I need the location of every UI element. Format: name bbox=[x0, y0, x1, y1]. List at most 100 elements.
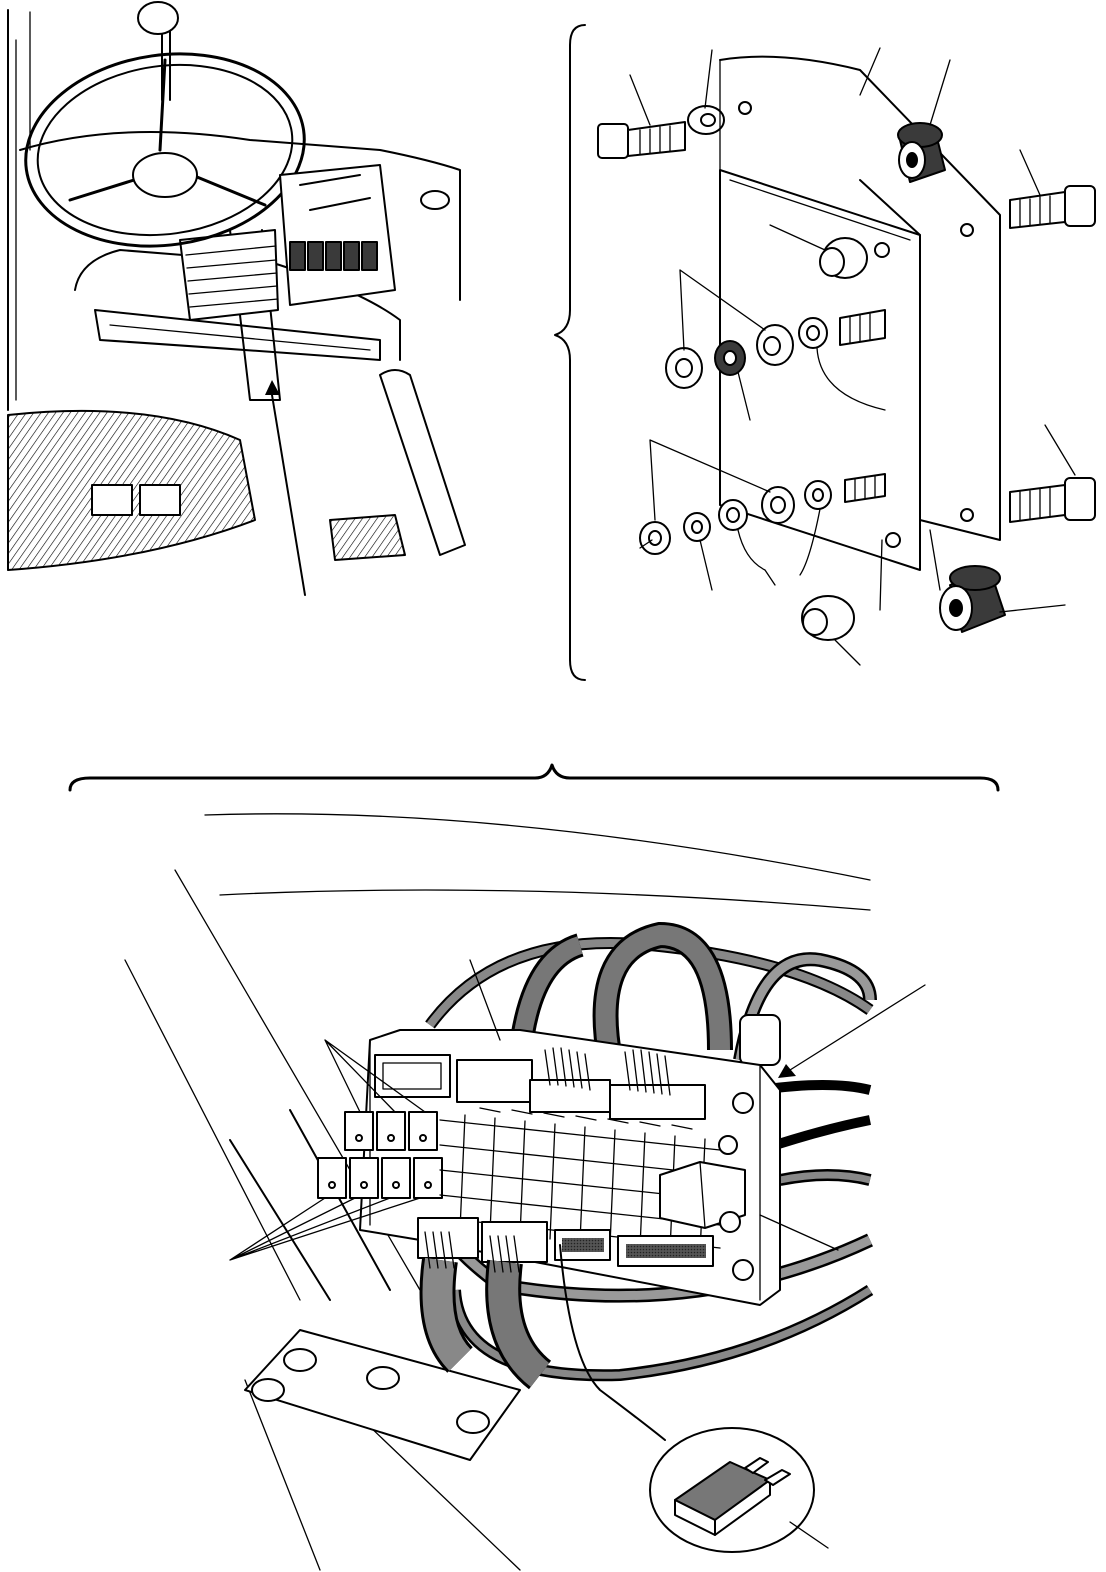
stud-icon bbox=[844, 473, 886, 503]
bolt-icon bbox=[1009, 185, 1096, 229]
fuse-detail-leader bbox=[559, 1244, 666, 1441]
arrow-head-icon bbox=[265, 380, 280, 395]
leader-lines bbox=[629, 47, 1076, 666]
mounting-hole bbox=[738, 101, 752, 115]
column-tube bbox=[229, 1109, 391, 1301]
nut-icon bbox=[756, 324, 794, 366]
ring-terminal-icon bbox=[799, 480, 832, 576]
mounting-hole bbox=[960, 508, 974, 522]
steering-knob-stem bbox=[161, 29, 171, 101]
connector-pins bbox=[562, 1238, 604, 1252]
relay-icon bbox=[413, 1157, 443, 1199]
rocker-switch bbox=[343, 241, 360, 271]
nut-icon bbox=[801, 595, 855, 641]
bolt-icon bbox=[1009, 477, 1096, 523]
relay-icon bbox=[376, 1111, 406, 1151]
mounting-hole bbox=[874, 242, 890, 258]
rubber-mount-icon bbox=[897, 122, 946, 183]
rocker-switch bbox=[361, 241, 378, 271]
bolt-icon bbox=[718, 1135, 738, 1155]
relay-pin bbox=[387, 1134, 395, 1142]
mounting-plate-edge bbox=[729, 179, 911, 241]
rocker-switch bbox=[289, 241, 306, 271]
connector-wires bbox=[544, 1047, 671, 1096]
connector-block bbox=[456, 1059, 533, 1103]
group-brace-horizontal bbox=[68, 763, 1000, 792]
cab-roof-line bbox=[204, 813, 871, 881]
relay-group bbox=[317, 1111, 443, 1199]
arrow-head-icon bbox=[778, 1064, 796, 1078]
group-brace bbox=[554, 24, 586, 681]
seat-control-pedal bbox=[139, 484, 181, 516]
base-bolts bbox=[251, 1348, 490, 1434]
relay-icon bbox=[659, 1161, 746, 1229]
bolt-icon bbox=[719, 1211, 741, 1233]
relay-pin bbox=[355, 1134, 363, 1142]
dashboard-front-edge bbox=[74, 249, 401, 361]
washer-icon bbox=[714, 340, 746, 376]
fuse-relay-box-panel bbox=[124, 813, 926, 1571]
connector-socket bbox=[382, 1062, 442, 1090]
control-lever bbox=[379, 369, 466, 556]
stud-icon bbox=[839, 309, 886, 346]
connector-block bbox=[529, 1079, 611, 1113]
bolt-icon bbox=[732, 1092, 754, 1114]
dashboard-top-edge bbox=[19, 131, 461, 301]
relay-icon bbox=[408, 1111, 438, 1151]
relay-icon bbox=[349, 1157, 379, 1199]
mounting-plate-panel bbox=[554, 24, 1096, 681]
dashboard-panel-cover bbox=[94, 309, 381, 361]
lever-stalk bbox=[299, 174, 371, 211]
cab-post-line bbox=[124, 959, 301, 1301]
fuse-grid bbox=[439, 1107, 721, 1255]
rocker-switch bbox=[307, 241, 324, 271]
steering-wheel-hub bbox=[132, 152, 198, 198]
grommet bbox=[739, 1014, 781, 1066]
rubber-mount-icon bbox=[939, 565, 1006, 633]
bolt-icon bbox=[251, 1378, 285, 1402]
bolt-icon bbox=[456, 1410, 490, 1434]
rear-cover-plate bbox=[719, 55, 1001, 541]
blade-fuse-icon bbox=[674, 1457, 791, 1536]
lower-harness bbox=[419, 1231, 552, 1390]
ring-terminal-icon bbox=[798, 317, 886, 411]
rocker-switch-row bbox=[289, 241, 378, 271]
dashboard-button bbox=[420, 190, 450, 210]
mounting-hole bbox=[960, 223, 974, 237]
washer-icon bbox=[683, 512, 711, 542]
washer-icon bbox=[687, 105, 725, 135]
relay-icon bbox=[344, 1111, 374, 1151]
switch-console bbox=[279, 164, 396, 306]
ring-terminal-icon bbox=[718, 499, 776, 586]
cab-roof-line bbox=[219, 889, 871, 911]
steering-wheel-rim-inner bbox=[36, 63, 294, 237]
steering-boot-folds bbox=[185, 245, 279, 308]
mounting-hole bbox=[885, 532, 901, 548]
leader-lines bbox=[229, 959, 926, 1549]
nut-icon bbox=[639, 521, 671, 555]
connector-block bbox=[374, 1054, 451, 1098]
nut-icon bbox=[819, 237, 868, 279]
connector-block bbox=[609, 1084, 706, 1120]
nut-icon bbox=[665, 347, 703, 389]
bolt-icon bbox=[732, 1259, 754, 1281]
relay-icon bbox=[317, 1157, 347, 1199]
relay-icon bbox=[381, 1157, 411, 1199]
relay-pin bbox=[328, 1181, 336, 1189]
floor-pedal bbox=[329, 514, 406, 561]
relay-pin bbox=[360, 1181, 368, 1189]
relay-pin bbox=[392, 1181, 400, 1189]
cab-overview-panel bbox=[7, 1, 466, 596]
bolt-icon bbox=[597, 121, 686, 159]
connector-pins bbox=[626, 1244, 706, 1258]
connector-block bbox=[417, 1217, 479, 1259]
rocker-switch bbox=[325, 241, 342, 271]
bolt-icon bbox=[283, 1348, 317, 1372]
dashboard-panel-cover-edge bbox=[109, 324, 371, 351]
bolt-icon bbox=[366, 1366, 400, 1390]
leader-line bbox=[271, 394, 306, 596]
nut-icon bbox=[761, 486, 795, 524]
mounting-plate bbox=[719, 169, 921, 571]
steering-wheel-rim bbox=[24, 52, 306, 248]
